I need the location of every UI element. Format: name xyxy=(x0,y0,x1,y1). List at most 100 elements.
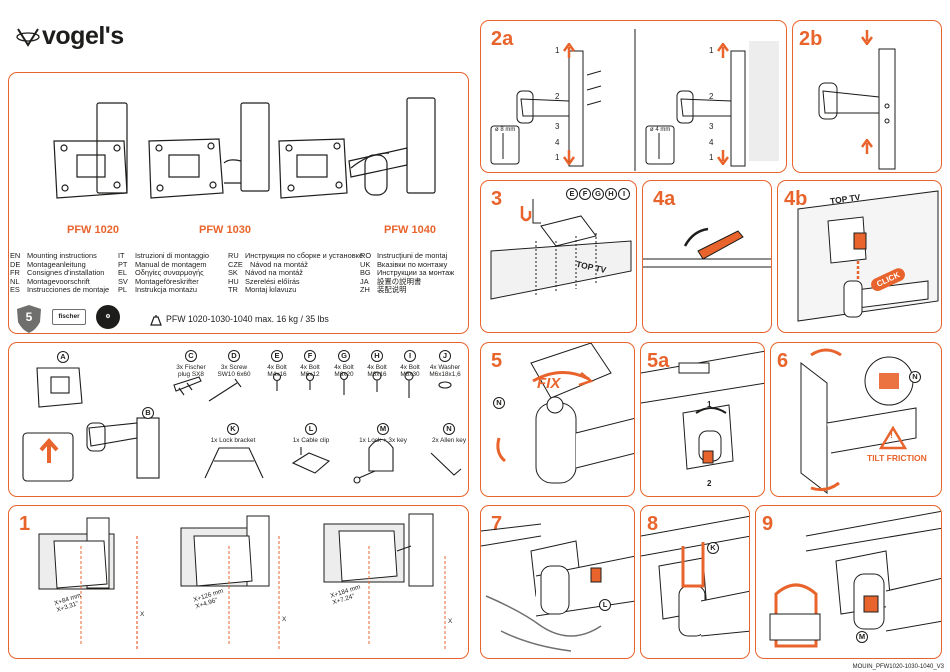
step-number: 5 xyxy=(491,350,503,372)
step2-num: 3 xyxy=(709,122,714,131)
language-code: TR xyxy=(228,285,238,295)
part-letter-d: D xyxy=(228,350,240,362)
footer-document-code: MOUIN_PFW1020-1030-1040_V3 xyxy=(852,664,944,670)
step-number: 2a xyxy=(491,28,514,50)
arrow-down-icon xyxy=(563,150,575,165)
language-code: SK xyxy=(228,268,238,278)
language-text: Montageföreskrifter xyxy=(135,276,199,286)
part-label-c: 3x Fischer plug SX8 xyxy=(176,364,206,378)
step8-illustration xyxy=(641,515,749,637)
warranty-shield-icon: 5 xyxy=(17,305,41,333)
part-label-f: 4x Bolt M6x12 xyxy=(300,364,320,378)
drill-size-b: ø 4 mm xyxy=(650,127,671,133)
fischer-badge: fischer xyxy=(52,309,86,325)
part-letter-j: J xyxy=(439,350,451,362)
language-text: Manual de montagem xyxy=(135,259,207,269)
language-text: Montageanleitung xyxy=(27,259,86,269)
language-row: IT Istruzioni di montaggio xyxy=(118,251,209,261)
step-number: 6 xyxy=(777,350,789,372)
step1-wall-illustration xyxy=(38,513,446,651)
x-label-3: X xyxy=(448,618,453,625)
language-row: UK Вказівки по монтажу xyxy=(360,259,454,270)
language-text: Consignes d'installation xyxy=(27,268,105,278)
language-text: Istruzioni di montaggio xyxy=(135,251,209,260)
language-code: HU xyxy=(228,276,239,286)
step4a-illustration xyxy=(643,227,771,268)
step5a-illustration xyxy=(641,350,764,470)
step2a-illustration xyxy=(490,29,779,171)
part-letter-m: M xyxy=(377,423,389,435)
logo-text: vogel's xyxy=(42,22,124,50)
step-9-panel: 9 M xyxy=(755,505,942,659)
language-code: ES xyxy=(10,285,20,295)
arrow-up-icon xyxy=(861,139,873,154)
step2-num: 1 xyxy=(555,153,560,162)
language-code: JA xyxy=(360,276,369,286)
drill-size-a: ø 8 mm xyxy=(495,127,516,133)
max-load-text: PFW 1020-1030-1040 max. 16 kg / 35 lbs xyxy=(166,314,329,324)
step2-num: 4 xyxy=(709,138,714,147)
arrow-down-icon xyxy=(861,30,873,45)
language-code: RU xyxy=(228,251,239,260)
step-number: 7 xyxy=(491,513,503,535)
part-label-k: 1x Lock bracket xyxy=(210,437,256,444)
step5a-num-1: 1 xyxy=(707,400,712,409)
language-text: Návod na montáž xyxy=(245,268,303,278)
step2-num: 1 xyxy=(709,153,714,162)
part-label-e: 4x Bolt M4x16 xyxy=(267,364,287,378)
part-label-i: 4x Bolt M8x30 xyxy=(400,364,420,378)
language-code: IT xyxy=(118,251,125,260)
lift-arrow-icon xyxy=(39,437,59,463)
language-code: EN xyxy=(10,251,21,260)
part-label-g: 4x Bolt M6x20 xyxy=(334,364,354,378)
fix-label: FIX xyxy=(537,375,561,392)
part-letter-c: C xyxy=(185,350,197,362)
part-label-h: 4x Bolt M8x16 xyxy=(367,364,387,378)
language-text: Вказівки по монтажу xyxy=(377,259,448,269)
step-number: 4b xyxy=(784,188,808,210)
weight-icon xyxy=(150,315,162,326)
step-2b-panel: 2b xyxy=(792,20,942,173)
bolt-letter: H xyxy=(605,188,617,200)
part-letter-h: H xyxy=(371,350,383,362)
part-letter-i: I xyxy=(404,350,416,362)
step-4a-panel: 4a xyxy=(642,180,772,333)
step9-illustration xyxy=(769,510,941,648)
part-label-n: 2x Allen key xyxy=(431,437,467,444)
step3-illustration xyxy=(490,199,632,300)
arrow-down-icon xyxy=(717,150,729,165)
step2-num: 3 xyxy=(555,122,560,131)
tuv-badge-icon: ⚙ xyxy=(96,305,120,329)
part-letter-b: B xyxy=(142,407,154,419)
allen-key-letter: N xyxy=(493,397,505,409)
language-code: UK xyxy=(360,259,371,269)
language-text: 装配说明 xyxy=(377,285,407,295)
language-text: Инструкции за монтаж xyxy=(377,268,455,278)
language-code: PL xyxy=(118,285,128,295)
warning-icon: ! xyxy=(890,430,893,440)
language-row: PT Manual de montagem xyxy=(118,259,209,270)
step-1-panel: 1 X+84 mm X+3.31" X+126 mm X+4.96" X+184… xyxy=(8,505,469,659)
logo-swoosh-icon xyxy=(16,28,40,47)
step-number: 3 xyxy=(491,188,503,210)
model-pfw1020: PFW 1020 xyxy=(67,224,119,236)
part-label-l: 1x Cable clip xyxy=(292,437,330,444)
language-code: CZE xyxy=(228,259,243,269)
step-number: 4a xyxy=(653,188,676,210)
lock-bracket-letter: K xyxy=(707,542,719,554)
model-pfw1030: PFW 1030 xyxy=(199,224,251,236)
step2b-illustration xyxy=(818,48,896,170)
language-code: PT xyxy=(118,259,128,269)
